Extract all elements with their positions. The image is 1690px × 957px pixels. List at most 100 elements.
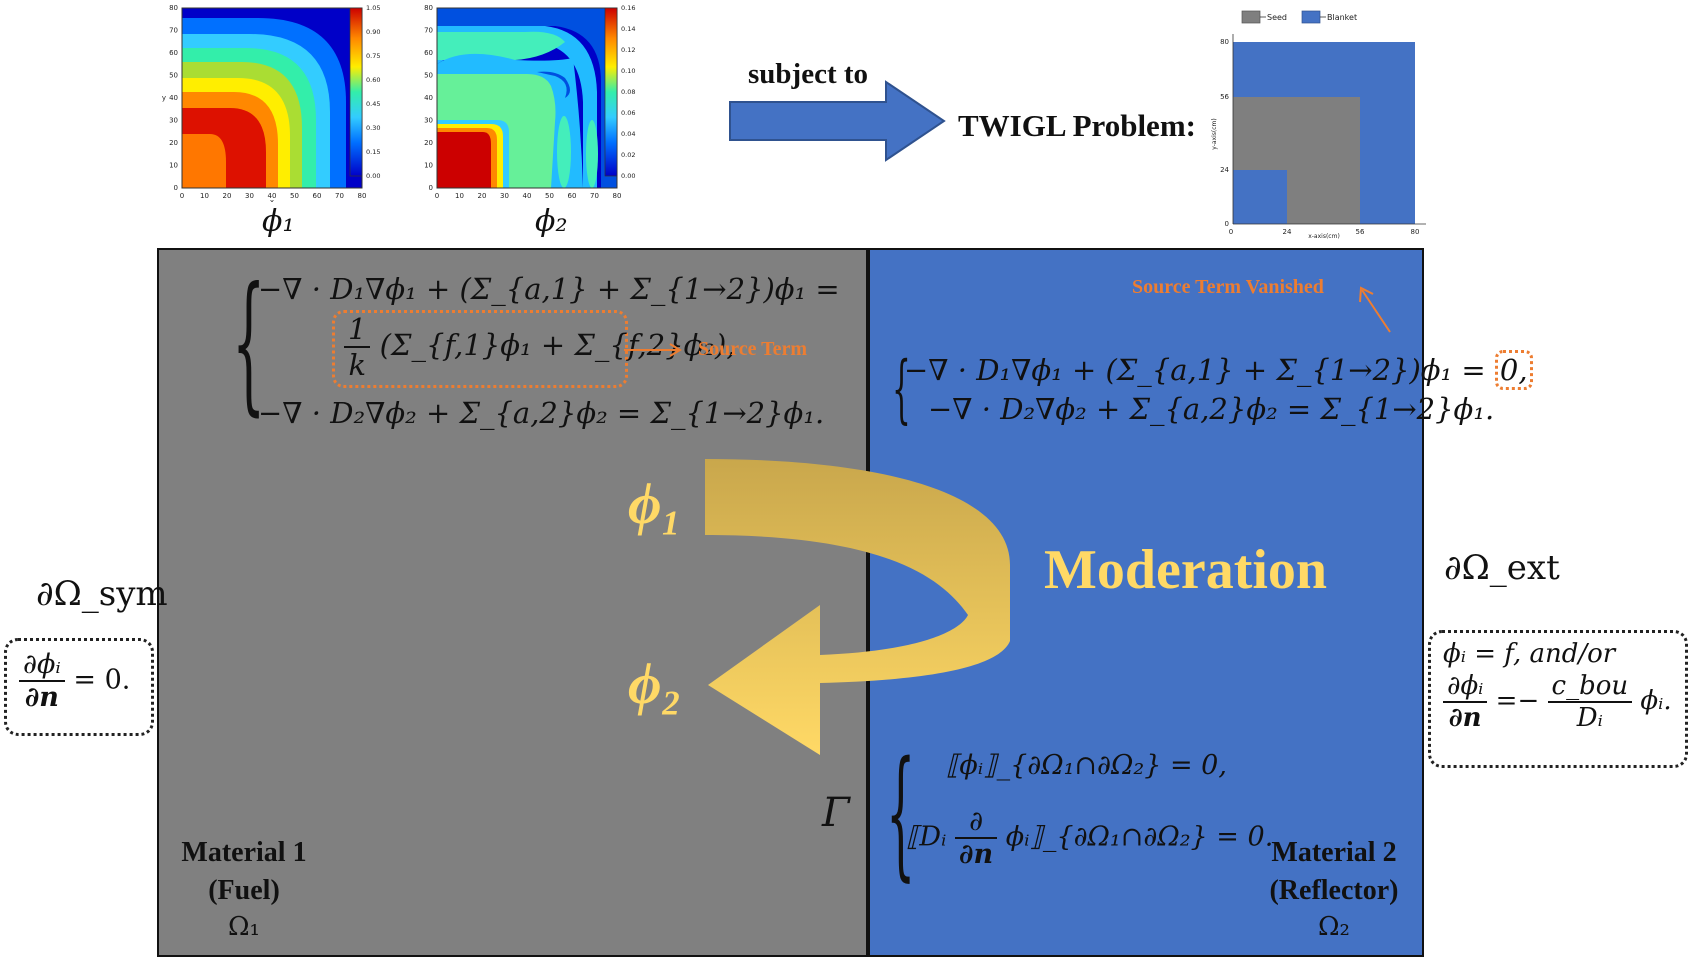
fraction-denominator: Dᵢ: [1576, 703, 1603, 733]
y-tick-label: 40: [424, 94, 433, 102]
source-term-label: Source Term: [698, 338, 808, 360]
colorbar-tick-label: 0.16: [621, 4, 635, 12]
y-tick-label: 30: [424, 117, 433, 125]
fraction-numerator: 1: [344, 312, 371, 348]
material-1-name: Material 1: [181, 837, 307, 868]
y-tick-label: 0: [1225, 220, 1229, 228]
colorbar-tick-label: 0.04: [621, 130, 635, 138]
fraction-numerator: ∂ϕᵢ: [1443, 671, 1488, 703]
x-tick-label: 80: [358, 192, 367, 200]
colorbar-tick-label: 0.12: [621, 46, 635, 54]
y-tick-label: 24: [1220, 166, 1229, 174]
legend-seed: Seed: [1267, 13, 1287, 22]
phi1-plot-label: ϕ₁: [262, 204, 295, 239]
colorbar-tick-label: 0.10: [621, 67, 635, 75]
colorbar-tick-label: 0.08: [621, 88, 635, 96]
x-axis-label: x-axis(cm): [1308, 233, 1340, 240]
ext-equals-sign: =−: [1495, 686, 1540, 716]
x-tick-label: 70: [590, 192, 599, 200]
reflector-equation-1: −∇ · D₁∇ϕ₁ + (Σ_{a,1} + Σ_{1→2})ϕ₁ = 0,: [904, 350, 1533, 390]
x-tick-label: 20: [478, 192, 487, 200]
x-tick-label: 30: [500, 192, 509, 200]
colorbar-tick-label: 0.30: [366, 124, 380, 132]
y-tick-label: 20: [169, 139, 178, 147]
x-tick-label: 10: [455, 192, 464, 200]
fuel-equation-2: −∇ · D₂∇ϕ₂ + Σ_{a,2}ϕ₂ = Σ_{1→2}ϕ₁.: [258, 396, 825, 430]
subject-to-label: subject to: [748, 58, 869, 90]
x-tick-label: 40: [268, 192, 277, 200]
fraction-numerator: ∂: [955, 806, 998, 839]
y-tick-label: 60: [169, 49, 178, 57]
fraction-denominator: k: [348, 348, 367, 382]
y-axis-label: y-axis(cm): [1211, 118, 1218, 149]
colorbar-tick-label: 0.02: [621, 151, 635, 159]
fraction-numerator: c_bou: [1547, 671, 1633, 703]
fuel-region: [157, 248, 868, 957]
material-2-label: Material 2 (Reflector): [1246, 834, 1422, 910]
sym-boundary-label: ∂Ω_sym: [36, 574, 168, 614]
x-tick-label: 50: [545, 192, 554, 200]
y-tick-label: 80: [169, 4, 178, 12]
source-term-arrow: [624, 343, 682, 357]
y-tick-label: 0: [429, 184, 433, 192]
y-tick-label: 80: [1220, 38, 1229, 46]
material-2-type: (Reflector): [1269, 875, 1399, 906]
y-tick-label: 30: [169, 117, 178, 125]
interface-gamma-label: Γ: [822, 790, 850, 836]
inner-blanket-region: [1233, 170, 1287, 224]
x-axis-label: x: [270, 198, 274, 202]
y-tick-label: 60: [424, 49, 433, 57]
phi2-plot-label: ϕ₂: [535, 204, 568, 239]
fuel-equation-brace: {: [232, 256, 266, 430]
reflector-equation-1-lhs: −∇ · D₁∇ϕ₁ + (Σ_{a,1} + Σ_{1→2})ϕ₁ =: [904, 353, 1486, 387]
zero-source-value: 0,: [1494, 350, 1533, 390]
colorbar-tick-label: 1.05: [366, 4, 380, 12]
ext-boundary-label: ∂Ω_ext: [1444, 548, 1560, 588]
x-tick-label: 0: [180, 192, 184, 200]
x-tick-label: 80: [613, 192, 622, 200]
fraction-denominator: ∂n: [959, 839, 994, 870]
fission-source-expression: (Σ_{f,1}ϕ₁ + Σ_{f,2}ϕ₂),: [379, 328, 736, 362]
y-tick-label: 80: [424, 4, 433, 12]
colorbar-tick-label: 0.14: [621, 25, 635, 33]
x-tick-label: 60: [568, 192, 577, 200]
fraction-numerator: ∂ϕᵢ: [19, 649, 65, 682]
colorbar-tick-label: 0.60: [366, 76, 380, 84]
ext-condition-tail: ϕᵢ.: [1640, 686, 1672, 716]
interface-jump-2: ⟦Dᵢ ∂∂n ϕᵢ⟧_{∂Ω₁∩∂Ω₂} = 0.: [906, 806, 1273, 870]
interface-jump-1: ⟦ϕᵢ⟧_{∂Ω₁∩∂Ω₂} = 0,: [946, 750, 1227, 781]
y-tick-label: 70: [169, 27, 178, 35]
x-tick-label: 0: [435, 192, 439, 200]
x-tick-label: 20: [223, 192, 232, 200]
y-tick-label: 20: [424, 139, 433, 147]
y-tick-label: 10: [169, 162, 178, 170]
x-tick-label: 0: [1229, 228, 1233, 236]
x-tick-label: 30: [245, 192, 254, 200]
fraction-denominator: ∂n: [24, 682, 59, 713]
moderation-arrow: [705, 459, 1010, 755]
sym-condition-rhs: = 0.: [73, 664, 131, 696]
subject-to-arrow: [729, 80, 946, 162]
x-tick-label: 10: [200, 192, 209, 200]
phi1-flow-label: ϕ₁: [628, 471, 682, 536]
problem-label: TWIGL Problem:: [958, 108, 1196, 143]
material-1-label: Material 1 (Fuel): [158, 834, 330, 910]
fraction-denominator: ∂n: [1448, 703, 1482, 733]
material-1-type: (Fuel): [208, 875, 280, 906]
ext-condition-line-1: ϕᵢ = f, and/or: [1443, 639, 1616, 669]
source-vanished-label: Source Term Vanished: [1132, 276, 1324, 298]
colorbar-tick-label: 0.90: [366, 28, 380, 36]
x-tick-label: 50: [290, 192, 299, 200]
x-tick-label: 60: [313, 192, 322, 200]
colorbar-tick-label: 0.75: [366, 52, 380, 60]
sym-boundary-condition: ∂ϕᵢ∂n = 0.: [4, 638, 154, 736]
x-tick-label: 24: [1283, 228, 1292, 236]
y-tick-label: 10: [424, 162, 433, 170]
y-tick-label: 40: [169, 94, 178, 102]
reflector-equation-2: −∇ · D₂∇ϕ₂ + Σ_{a,2}ϕ₂ = Σ_{1→2}ϕ₁.: [928, 392, 1495, 426]
interface-line: [866, 248, 870, 957]
x-tick-label: 70: [335, 192, 344, 200]
phi2-flow-label: ϕ₂: [628, 651, 682, 716]
